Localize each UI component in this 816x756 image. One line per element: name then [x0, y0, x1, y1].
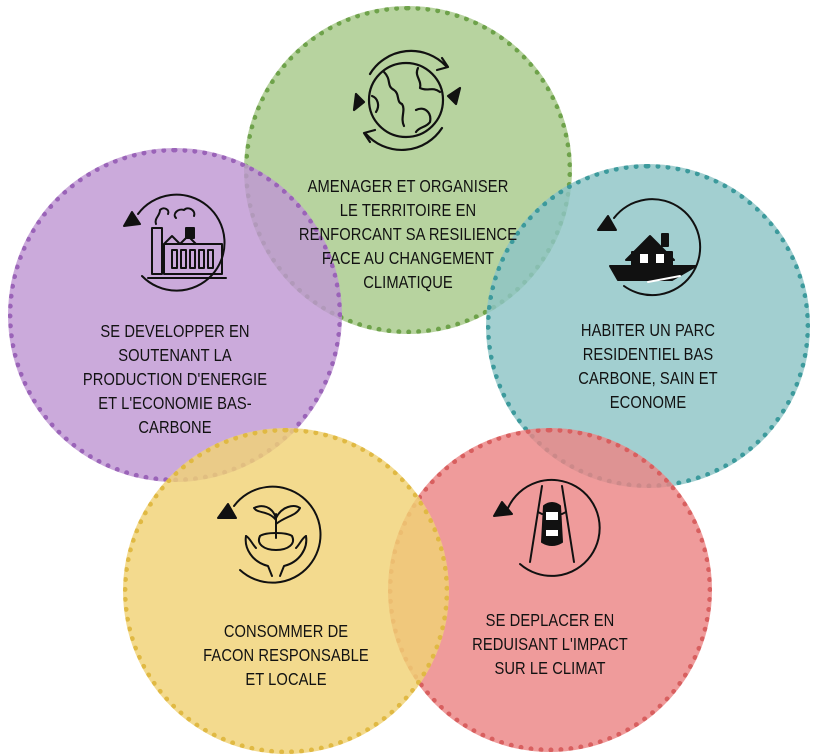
label-consommer: CONSOMMER DE FACON RESPONSABLE ET LOCALE: [160, 619, 412, 691]
car-road-cycle-icon: [486, 472, 616, 582]
label-line: FACE AU CHANGEMENT: [321, 248, 495, 268]
label-line: CARBONE: [138, 417, 212, 437]
label-amenager: AMENAGER ET ORGANISER LE TERRITOIRE EN R…: [264, 174, 553, 294]
label-line: SOUTENANT LA: [118, 345, 232, 365]
label-line: RENFORCANT SA RESILIENCE: [298, 224, 518, 244]
circle-consommer: [123, 428, 449, 754]
label-developper: SE DEVELOPPER EN SOUTENANT LA PRODUCTION…: [45, 319, 305, 439]
label-line: ET LOCALE: [245, 669, 327, 689]
label-habiter: HABITER UN PARC RESIDENTIEL BAS CARBONE,…: [522, 318, 774, 414]
label-line: REDUISANT L'IMPACT: [472, 634, 628, 654]
label-line: PRODUCTION D'ENERGIE: [82, 369, 268, 389]
label-line: LE TERRITOIRE EN: [339, 200, 477, 220]
label-line: HABITER UN PARC: [580, 320, 716, 340]
label-line: RESIDENTIEL BAS: [582, 344, 714, 364]
factory-cycle-icon: [110, 188, 240, 298]
label-line: CONSOMMER DE: [223, 621, 349, 641]
label-deplacer: SE DEPLACER EN REDUISANT L'IMPACT SUR LE…: [424, 608, 676, 680]
label-line: ET L'ECONOMIE BAS-: [98, 393, 252, 413]
circle-developper: [8, 148, 342, 482]
label-line: FACON RESPONSABLE: [203, 645, 369, 665]
globe-cycle-icon: [336, 40, 476, 160]
label-line: AMENAGER ET ORGANISER: [307, 176, 509, 196]
label-line: CARBONE, SAIN ET: [578, 368, 718, 388]
house-cycle-icon: [588, 190, 718, 300]
label-line: SE DEVELOPPER EN: [100, 321, 250, 341]
label-line: ECONOME: [609, 392, 687, 412]
label-line: CLIMATIQUE: [363, 272, 453, 292]
plant-hands-cycle-icon: [210, 478, 340, 588]
label-line: SUR LE CLIMAT: [494, 658, 606, 678]
label-line: SE DEPLACER EN: [485, 610, 615, 630]
